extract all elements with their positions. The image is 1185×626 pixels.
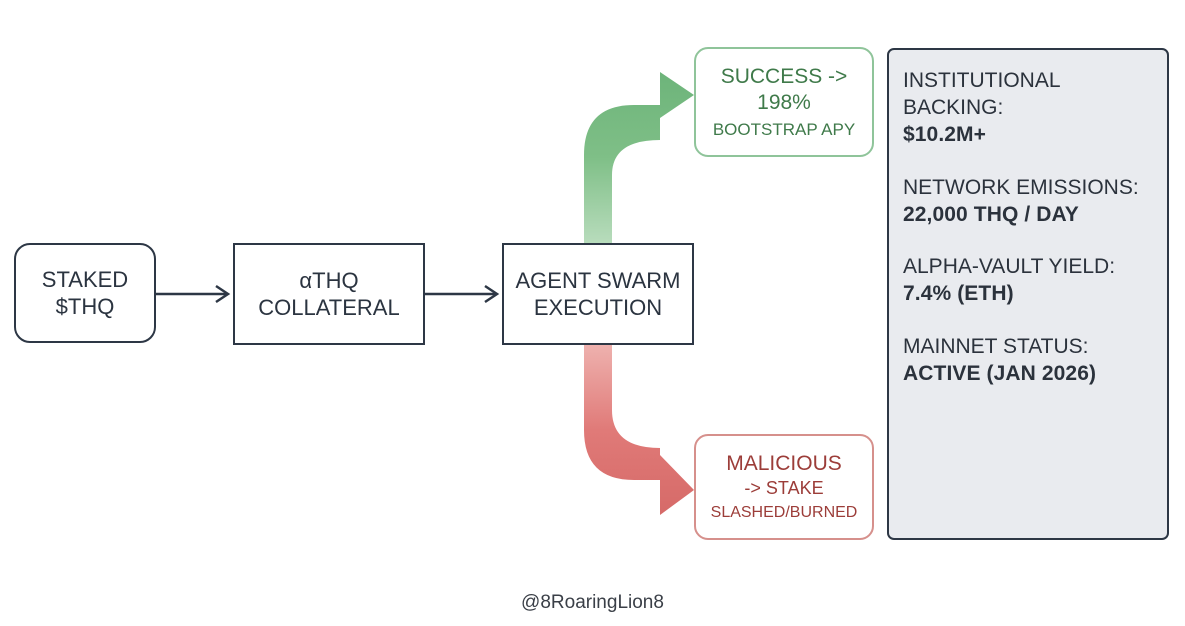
malicious-line3: SLASHED/BURNED <box>710 503 858 521</box>
staked-thq-line1: STAKED <box>41 266 129 292</box>
stat-label: MAINNET STATUS: <box>903 335 1089 359</box>
athq-collateral-line2: COLLATERAL <box>258 295 400 320</box>
stat-network-emissions: NETWORK EMISSIONS: 22,000 THQ / DAY <box>903 175 1153 229</box>
malicious-node: MALICIOUS -> STAKE SLASHED/BURNED <box>694 434 874 540</box>
athq-collateral-node: αTHQ COLLATERAL <box>233 243 425 345</box>
success-line1: SUCCESS -> <box>720 64 848 88</box>
stat-value: ACTIVE (JAN 2026) <box>903 362 1097 385</box>
stat-label: NETWORK EMISSIONS: <box>903 175 1139 199</box>
malicious-line1: MALICIOUS <box>726 452 842 476</box>
stats-panel: INSTITUTIONAL BACKING: $10.2M+ NETWORK E… <box>887 48 1169 540</box>
malicious-arrow <box>584 345 694 515</box>
stat-label: INSTITUTIONAL <box>903 69 1061 92</box>
stat-value: 22,000 THQ / DAY <box>903 202 1079 226</box>
stat-mainnet-status: MAINNET STATUS: ACTIVE (JAN 2026) <box>903 334 1153 388</box>
stat-alpha-vault-yield: ALPHA-VAULT YIELD: 7.4% (ETH) <box>903 254 1153 308</box>
athq-collateral-line1: αTHQ <box>299 267 359 293</box>
success-arrow <box>584 72 694 243</box>
agent-swarm-line1: AGENT SWARM <box>515 267 681 293</box>
stat-institutional-backing: INSTITUTIONAL BACKING: $10.2M+ <box>903 68 1153 149</box>
success-line2: 198% <box>757 90 811 114</box>
malicious-line2: -> STAKE <box>744 478 824 499</box>
agent-swarm-line2: EXECUTION <box>533 295 663 320</box>
arrow-staked-to-athq <box>156 284 231 304</box>
success-node: SUCCESS -> 198% BOOTSTRAP APY <box>694 47 874 157</box>
staked-thq-line2: $THQ <box>55 294 115 319</box>
success-line3: BOOTSTRAP APY <box>712 120 856 140</box>
arrow-athq-to-agent <box>425 284 500 304</box>
stat-label: ALPHA-VAULT YIELD: <box>903 255 1116 279</box>
staked-thq-node: STAKED $THQ <box>14 243 156 343</box>
agent-swarm-node: AGENT SWARM EXECUTION <box>502 243 694 345</box>
stat-label-continued: BACKING: <box>903 95 1004 119</box>
author-credit: @8RoaringLion8 <box>521 592 664 613</box>
stat-value: $10.2M+ <box>903 122 987 146</box>
stat-value: 7.4% (ETH) <box>903 282 1014 306</box>
